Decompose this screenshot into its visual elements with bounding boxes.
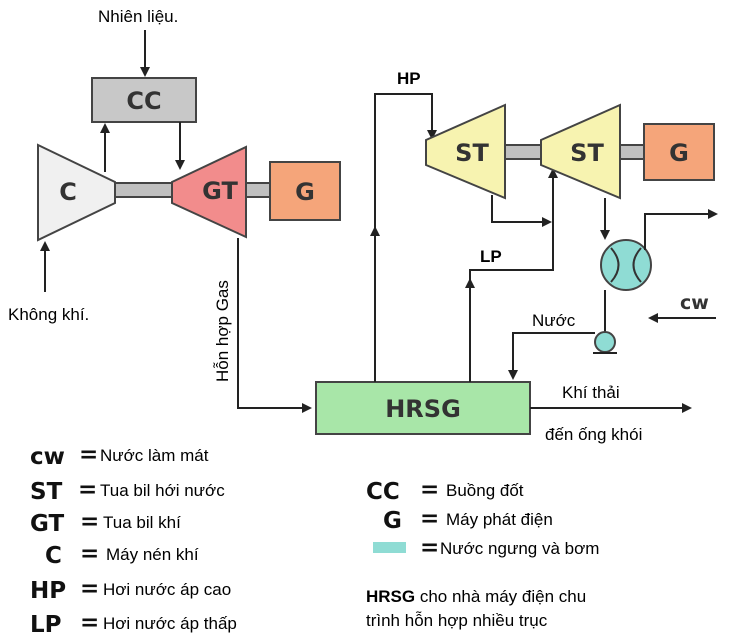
- legend-eq-c: =: [80, 541, 99, 567]
- legend-key-gt: GT: [30, 511, 64, 537]
- compressor-label: C: [59, 178, 77, 206]
- lp-steam-path: [469, 168, 558, 382]
- gas-mix-label: Hỗn hợp Gas: [213, 280, 232, 382]
- condenser-shape: [600, 239, 652, 291]
- note-bold: HRSG: [366, 587, 415, 606]
- legend-eq-cc: =: [420, 477, 439, 503]
- legend-val-cc: Buồng đốt: [446, 481, 524, 500]
- legend-val-hp: Hơi nước áp cao: [103, 580, 231, 599]
- legend-val-g: Máy phát điện: [446, 510, 553, 529]
- hp-exhaust-path: [491, 195, 552, 227]
- combustion-chamber-box: [91, 77, 197, 123]
- legend-key-g: G: [383, 508, 402, 534]
- cc-label: CC: [126, 87, 161, 115]
- feedwater-path: [508, 332, 595, 380]
- hp-label: HP: [397, 69, 421, 88]
- legend-eq-gt: =: [80, 509, 99, 535]
- legend-val-gt: Tua bil khí: [103, 513, 181, 532]
- shaft-c-gt: [114, 182, 174, 198]
- legend-key-c: C: [45, 543, 62, 569]
- hp-steam-turbine-shape: [425, 103, 506, 200]
- st1-label: ST: [455, 139, 489, 167]
- compressor-shape: [37, 143, 116, 242]
- steam-generator-box: [643, 123, 715, 181]
- legend-right: CC = Buồng đốt G = Máy phát điện = Nước …: [366, 477, 599, 561]
- cooling-water-out-path: [644, 209, 718, 250]
- condenser-coil-right: [632, 247, 642, 283]
- legend-swatch-condensate: [373, 542, 406, 553]
- legend-key-cc: CC: [366, 479, 400, 505]
- legend-key-cw: cw: [30, 444, 65, 470]
- water-label: Nước: [532, 311, 576, 330]
- steam-generator-label: G: [669, 139, 689, 167]
- air-label: Không khí.: [8, 305, 89, 324]
- legend-eq-hp: =: [80, 576, 99, 602]
- gas-turbine-shape: [171, 145, 247, 239]
- cw-label: cw: [680, 292, 709, 314]
- note-line-1: HRSG cho nhà máy điện chu: [366, 587, 586, 606]
- shaft-st-g: [619, 144, 645, 160]
- gt-label: GT: [202, 177, 238, 205]
- pump-shape: [594, 331, 616, 353]
- legend-val-cw: Nước làm mát: [100, 446, 209, 465]
- fuel-label: Nhiên liệu.: [98, 7, 178, 26]
- note-rest: cho nhà máy điện chu: [415, 587, 586, 606]
- legend-eq-cw: =: [79, 442, 98, 468]
- lp-steam-turbine-shape: [540, 103, 621, 200]
- legend-val-condensate: Nước ngưng và bơm: [440, 539, 599, 558]
- st2-label: ST: [570, 139, 604, 167]
- legend-key-st: ST: [30, 479, 63, 505]
- lp-label: LP: [480, 247, 502, 266]
- gas-generator-box: [269, 161, 341, 221]
- gas-generator-label: G: [295, 178, 315, 206]
- legend-key-lp: LP: [30, 612, 62, 638]
- legend-val-c: Máy nén khí: [106, 545, 199, 564]
- legend-val-st: Tua bil hới nước: [100, 481, 225, 500]
- gas-mix-path: [237, 238, 312, 413]
- hp-steam-path: [374, 93, 437, 382]
- legend-key-hp: HP: [30, 578, 66, 604]
- condenser-coil-left: [610, 247, 620, 283]
- legend-left: cw = Nước làm mát ST = Tua bil hới nước …: [30, 442, 237, 638]
- exhaust-label-1: Khí thải: [562, 383, 620, 402]
- legend-val-lp: Hơi nước áp thấp: [103, 614, 237, 633]
- exhaust-label-2: đến ống khói: [545, 425, 642, 444]
- legend-eq-st: =: [78, 477, 97, 503]
- note-line-2: trình hỗn hợp nhiều trục: [366, 611, 548, 630]
- legend-eq-lp: =: [80, 610, 99, 636]
- shaft-gt-g: [245, 182, 271, 198]
- legend-eq-condensate: =: [420, 535, 439, 561]
- hrsg-label: HRSG: [385, 395, 461, 423]
- legend-eq-g: =: [420, 506, 439, 532]
- shaft-st-st: [504, 144, 542, 160]
